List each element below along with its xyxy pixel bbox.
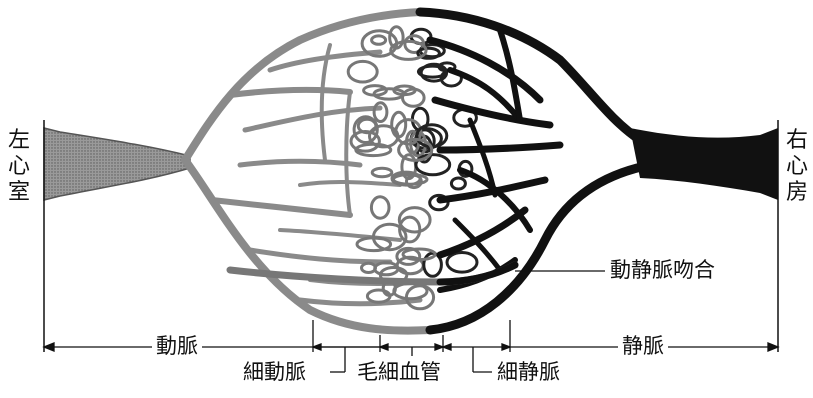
right-label-char: 右 (784, 128, 810, 154)
capillary-loop (374, 103, 387, 122)
left-label-char: 左 (6, 128, 32, 154)
capillary-loop (447, 252, 477, 272)
capillary-loop (416, 155, 450, 175)
left-label-char: 室 (6, 180, 32, 206)
capillary-loop (372, 36, 386, 44)
vein-trunk (630, 128, 778, 200)
right-label-char: 心 (784, 154, 810, 180)
capillary-mesh (348, 27, 477, 309)
left-label-char: 心 (6, 154, 32, 180)
right-atrium-label: 右 心 房 (784, 128, 810, 206)
venule-label: 細静脈 (497, 362, 560, 383)
capillary-label: 毛細血管 (357, 362, 441, 383)
capillary-loop (371, 197, 389, 218)
left-ventricle-label: 左 心 室 (6, 128, 32, 206)
artery-trunk (44, 128, 190, 200)
capillary-loop (348, 61, 377, 82)
vein-label: 静脈 (618, 336, 668, 357)
anastomosis-label: 動静脈吻合 (610, 260, 715, 281)
capillary-loop (451, 178, 465, 189)
capillary-loop (372, 168, 392, 176)
artery-label: 動脈 (152, 336, 202, 357)
right-label-char: 房 (784, 180, 810, 206)
arteriole-label: 細動脈 (243, 362, 306, 383)
